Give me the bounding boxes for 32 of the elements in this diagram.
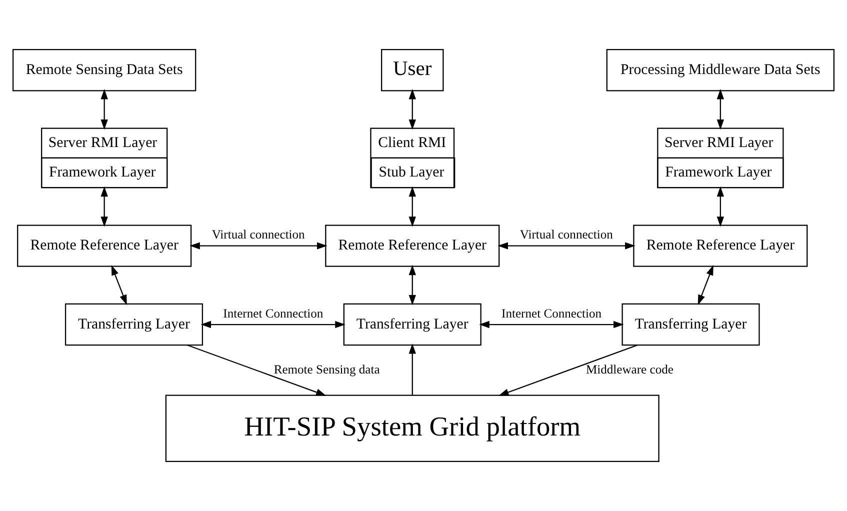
- node-box: Remote Sensing Data Sets: [12, 49, 196, 92]
- arrow: [190, 242, 328, 250]
- node-box: HIT-SIP System Grid platform: [165, 394, 660, 462]
- arrow: [716, 186, 724, 227]
- edge-label: Remote Sensing data: [274, 362, 380, 376]
- arrow: [498, 242, 636, 250]
- node-box: Transferring Layer: [343, 303, 482, 346]
- arrow: [479, 320, 624, 328]
- node-box: Processing Middleware Data Sets: [606, 49, 835, 92]
- node-box: Transferring Layer: [622, 303, 760, 346]
- arrow: [408, 264, 416, 306]
- arrow: [408, 88, 416, 130]
- arrow: [408, 344, 416, 395]
- arrow: [716, 88, 724, 130]
- arrow: [200, 320, 346, 328]
- node-box: Remote Reference Layer: [633, 224, 808, 267]
- edge-label: Internet Connection: [502, 306, 602, 320]
- arrow: [100, 88, 108, 130]
- node-box: Remote Reference Layer: [17, 224, 192, 267]
- edge-label: Virtual connection: [520, 228, 613, 242]
- arrow: [498, 344, 638, 396]
- node-box: User: [381, 49, 444, 92]
- edge-label: Virtual connection: [212, 228, 305, 242]
- arrow: [698, 265, 714, 306]
- edge-label: Middleware code: [586, 362, 674, 376]
- arrow: [111, 265, 127, 306]
- arrow: [408, 186, 416, 227]
- node-box: Remote Reference Layer: [325, 224, 500, 267]
- node-box: Transferring Layer: [64, 303, 204, 346]
- arrow: [187, 344, 326, 396]
- edge-label: Internet Connection: [223, 306, 324, 320]
- arrow: [100, 186, 108, 227]
